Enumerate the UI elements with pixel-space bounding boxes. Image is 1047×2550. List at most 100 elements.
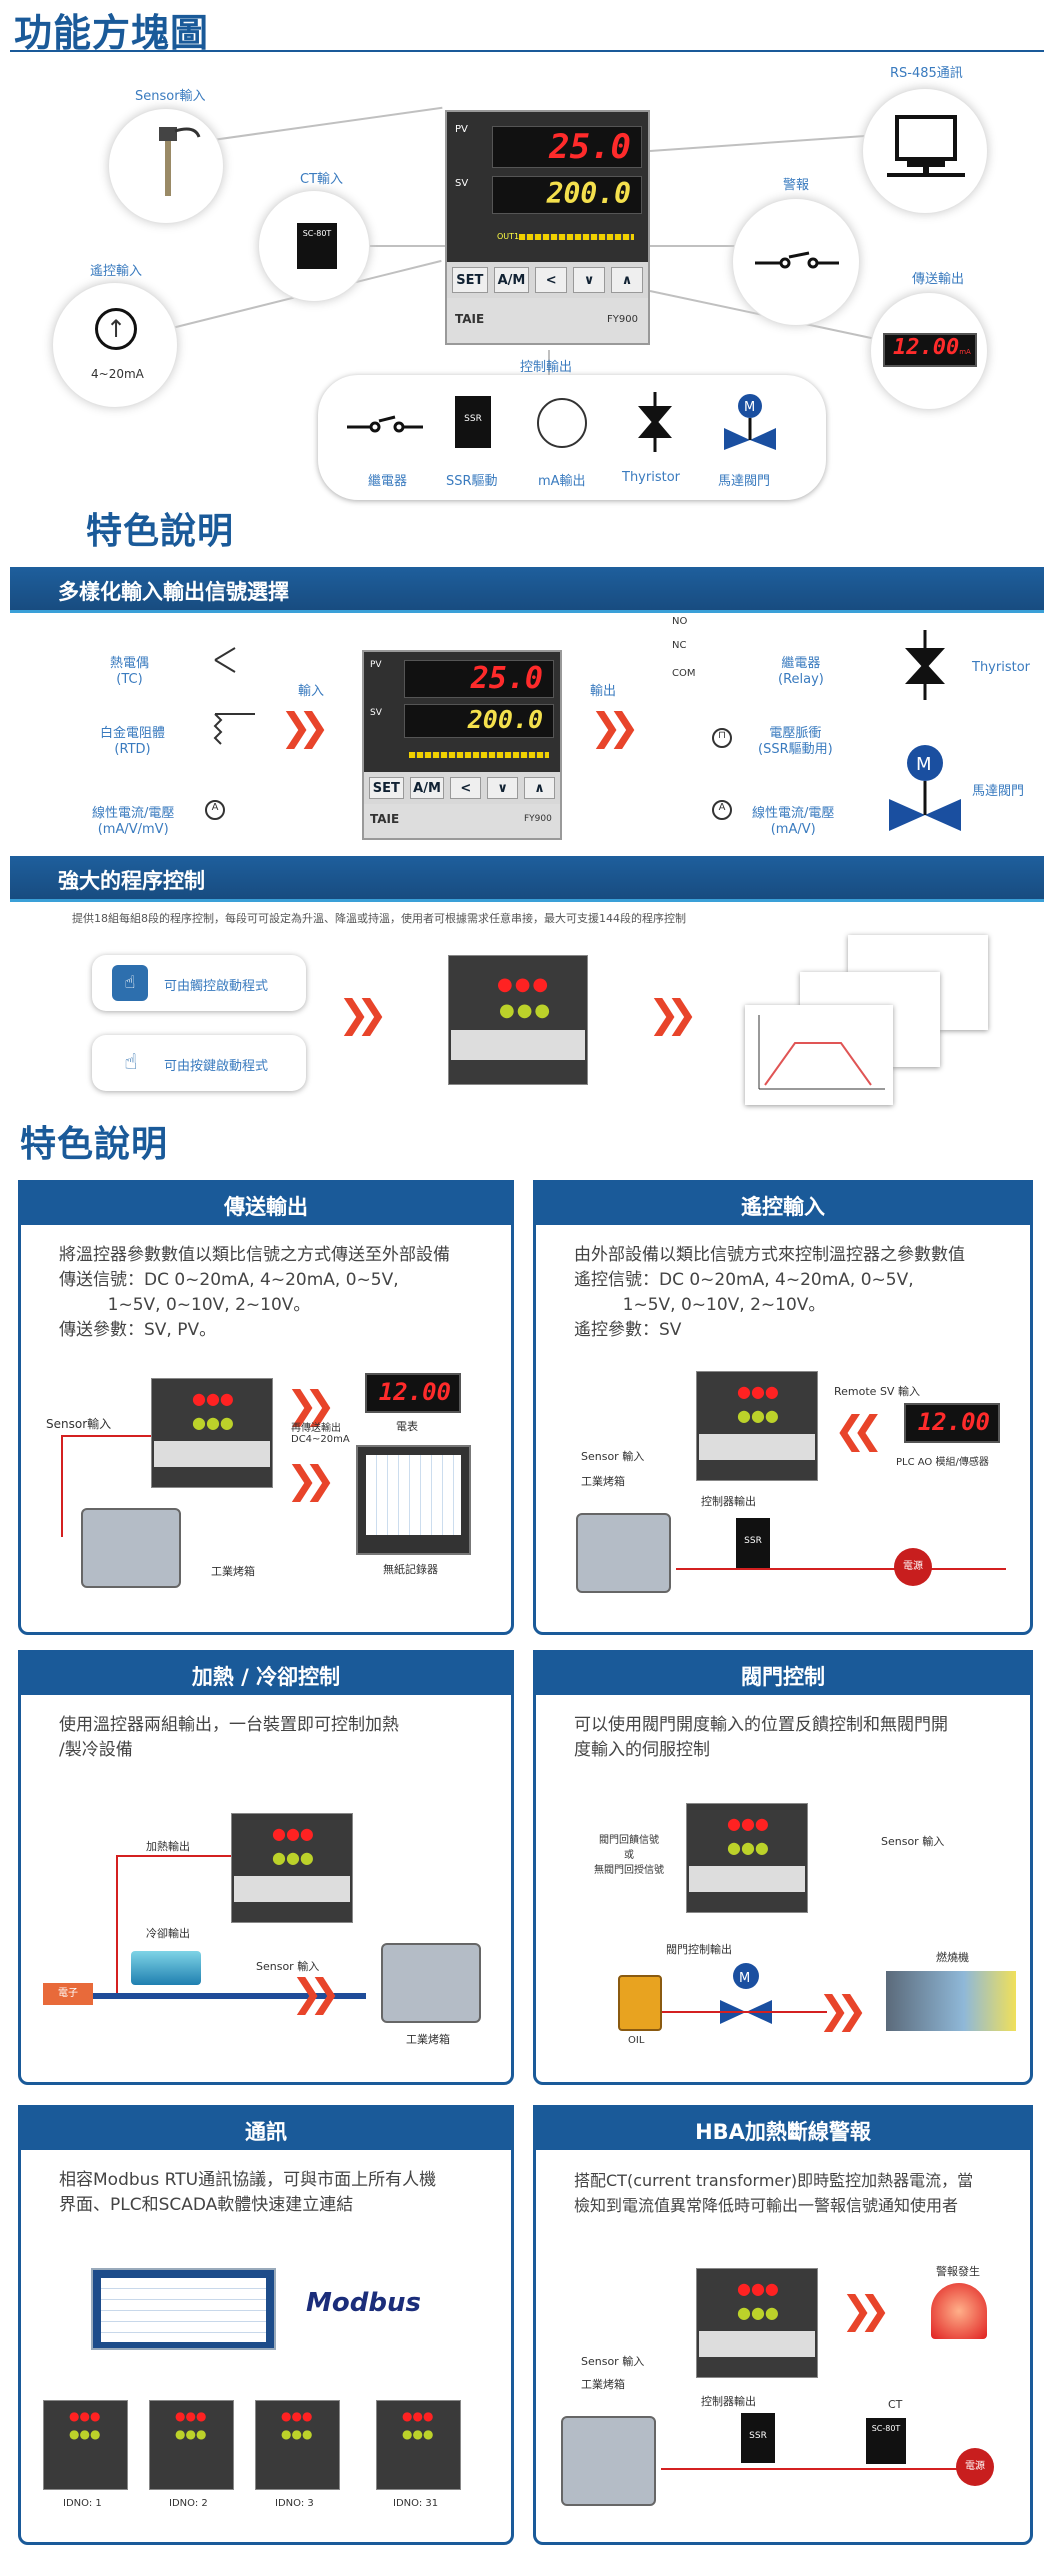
card-controller: ●●●●●● — [696, 2268, 818, 2378]
set-key[interactable]: SET — [369, 777, 404, 799]
card-title: 閥門控制 — [536, 1653, 1030, 1695]
controller-io: PV 25.0 SV 200.0 SET A/M < ∨ ∧ TAIE FY90… — [362, 650, 562, 840]
oven-label: 工業烤箱 — [581, 1475, 625, 1488]
green-leds: ●●● — [175, 2427, 207, 2441]
oven-icon — [561, 2416, 656, 2506]
card-controller: ●●● ●●● — [686, 1803, 808, 1913]
svg-text:M: M — [744, 400, 755, 415]
green-leds: ●●● — [402, 2427, 434, 2441]
card-valve: 閥門控制 可以使用閥門開度輸入的位置反饋控制和無閥門開 度輸入的伺服控制 ●●●… — [533, 1650, 1033, 2085]
ct-model-label: SC-80T — [871, 2424, 901, 2433]
ma-gauge-icon — [537, 398, 587, 448]
am-key[interactable]: A/M — [493, 267, 530, 293]
section-title-features: 特色說明 — [86, 511, 235, 552]
model-label: FY900 — [524, 814, 552, 824]
heat-label: 加熱輸出 — [146, 1840, 190, 1853]
tc-symbol — [214, 647, 236, 673]
oil-label: OIL — [628, 2035, 645, 2046]
sv-display: 200.0 — [404, 704, 554, 738]
plc-value: 12.00 — [917, 1408, 990, 1436]
sensor-circle — [108, 108, 224, 224]
left-key[interactable]: < — [450, 777, 482, 799]
pv-label: PV — [455, 124, 468, 135]
card-text: 相容Modbus RTU通訊協議，可與市面上所有人機 界面、PLC和SCADA軟… — [59, 2170, 437, 2215]
up-arrow-icon: ↑ — [95, 308, 137, 350]
down-key[interactable]: ∨ — [573, 267, 606, 293]
conn-line — [548, 350, 550, 380]
pv-value: 25.0 — [549, 127, 631, 167]
slave-1: ●●●●●● — [43, 2400, 128, 2490]
out-label: OUT1 — [497, 232, 520, 241]
switch-icon — [755, 251, 839, 269]
touch-start-button[interactable]: ☝ 可由觸控啟動程式 — [92, 955, 306, 1011]
up-key[interactable]: ∧ — [611, 267, 643, 293]
input-label: 輸入 — [298, 684, 325, 699]
green-leds: ●●● — [737, 1406, 779, 1425]
ssr-icon: SSR — [455, 396, 491, 448]
retrans-meter: 12.00mA — [883, 333, 977, 367]
card-text: 搭配CT(current transformer)即時監控加熱器電流，當 檢知到… — [574, 2171, 974, 2215]
keypad — [689, 1866, 805, 1892]
modbus-logo: Modbus — [306, 2288, 421, 2318]
meter-label: 電表 — [396, 1420, 418, 1433]
card-controller: ●●●●●● — [151, 1378, 273, 1488]
conn-line — [650, 245, 755, 247]
keypad — [699, 1434, 815, 1460]
red-leds: ●●● — [402, 2409, 434, 2423]
sv-value: 200.0 — [467, 705, 543, 734]
ctrl-out-label: 控制器輸出 — [701, 1495, 756, 1508]
heat-line — [116, 1855, 118, 1995]
red-leds: ●●● — [727, 1814, 769, 1833]
green-leds: ●●● — [727, 1838, 769, 1857]
bar-io: 多樣化輸入輸出信號選擇 — [10, 567, 1044, 613]
green-leds: ●●● — [737, 2303, 779, 2322]
modbus-text: Modbus — [306, 2288, 421, 2318]
out-label-1: SSR驅動 — [446, 474, 498, 489]
output-label: 輸出 — [590, 684, 617, 699]
valve-out-label: 閥門控制輸出 — [666, 1943, 732, 1956]
card-title: 通訊 — [21, 2108, 511, 2150]
retrans-value: 12.00 — [893, 335, 960, 360]
power-label: 電源 — [965, 2461, 985, 2472]
up-key[interactable]: ∧ — [524, 777, 555, 799]
plc-display: 12.00 — [904, 1403, 1000, 1443]
down-key[interactable]: ∨ — [487, 777, 519, 799]
keypad — [699, 2331, 815, 2357]
card-text: 可以使用閥門開度輸入的位置反饋控制和無閥門開 度輸入的伺服控制 — [574, 1715, 948, 1760]
signal-line — [61, 1435, 151, 1437]
brand-plate — [364, 804, 560, 838]
ssr-label: SSR — [744, 1536, 762, 1546]
feedback-label: 閥門回饋信號 或 無閥門回授信號 — [594, 1835, 664, 1876]
remote-label: Remote SV 輸入 — [834, 1385, 920, 1398]
cool-label: 冷卻輸出 — [146, 1927, 190, 1940]
am-key[interactable]: A/M — [409, 777, 445, 799]
alarm-arrow: ❯❯ — [841, 2288, 891, 2332]
power-line — [676, 1568, 1006, 1570]
left-key[interactable]: < — [535, 267, 568, 293]
ct-icon: SC-80T — [297, 223, 337, 269]
thyristor-icon — [638, 392, 672, 452]
ma-output-symbol: A — [712, 800, 732, 820]
ma-input-symbol: A — [205, 800, 225, 820]
heater-icon: 電子 — [43, 1983, 93, 2005]
heater-label: 電子 — [58, 1988, 78, 1999]
key-start-button[interactable]: ☝ 可由按鍵啟動程式 — [92, 1035, 306, 1091]
card-retransmission: 傳送輸出 將溫控器參數數值以類比信號之方式傳送至外部設備 傳送信號：DC 0~2… — [18, 1180, 514, 1635]
svg-text:M: M — [916, 754, 932, 775]
key-start-label: 可由按鍵啟動程式 — [164, 1059, 269, 1074]
control-output-label: 控制輸出 — [520, 360, 573, 375]
motor-label: 馬達閥門 — [972, 784, 1025, 799]
motor-valve-icon: M — [720, 1963, 772, 2024]
input-ma: 線性電流/電壓 (mA/V/mV) — [92, 806, 175, 837]
power-icon: 電源 — [956, 2448, 994, 2486]
program-profile — [758, 1015, 885, 1090]
thermocouple-icon — [159, 127, 201, 196]
input-tc: 熱電偶 (TC) — [110, 656, 150, 687]
slave-3: ●●●●●● — [255, 2400, 340, 2490]
program-chart-1 — [745, 1005, 893, 1105]
scada-table — [101, 2278, 266, 2342]
green-leds: ●●● — [499, 1000, 553, 1021]
out-label-2: mA輸出 — [538, 474, 586, 489]
set-key[interactable]: SET — [452, 267, 488, 293]
rs485-circle — [862, 88, 988, 214]
